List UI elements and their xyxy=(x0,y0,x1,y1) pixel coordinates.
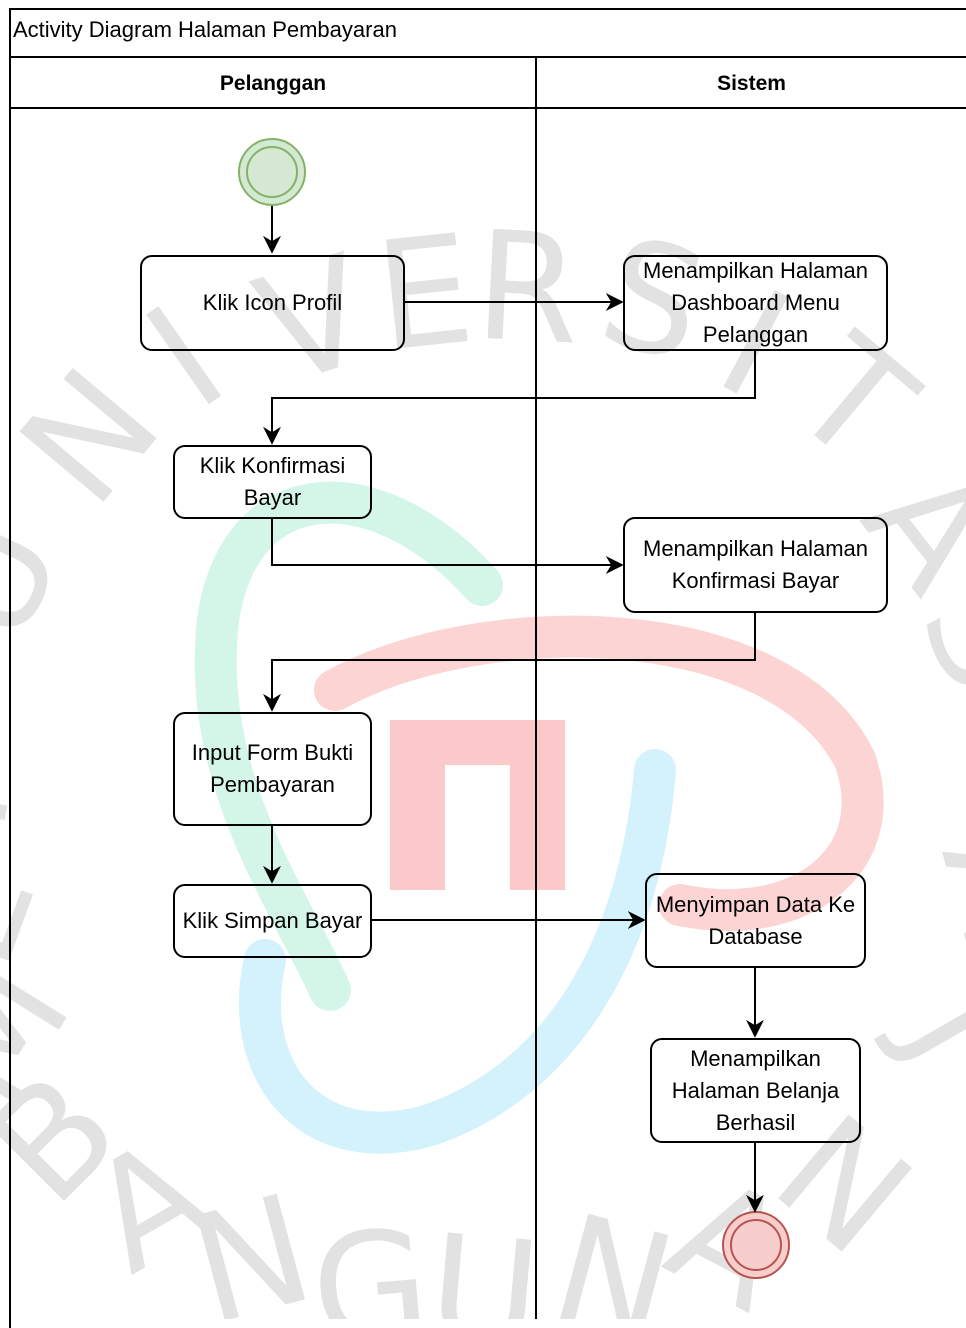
action-simpan-database: Menyimpan Data Ke Database xyxy=(645,873,866,968)
lane-header-sistem: Sistem xyxy=(717,72,786,95)
lane-divider xyxy=(535,57,537,1319)
watermark-letter: E xyxy=(368,203,480,386)
action-klik-konfirmasi-bayar: Klik Konfirmasi Bayar xyxy=(173,445,372,519)
action-input-form-bukti: Input Form Bukti Pembayaran xyxy=(173,712,372,826)
arrow-konfirmasi-to-tampil xyxy=(271,518,624,574)
lane-header-pelanggan: Pelanggan xyxy=(219,72,327,95)
watermark-letter: R xyxy=(471,199,584,378)
action-tampil-konfirmasi-bayar: Menampilkan Halaman Konfirmasi Bayar xyxy=(623,517,888,613)
title-divider xyxy=(9,56,966,58)
action-tampil-belanja-berhasil: Menampilkan Halaman Belanja Berhasil xyxy=(650,1038,861,1143)
arrow-tampil-to-input xyxy=(263,612,756,712)
diagram-title: Activity Diagram Halaman Pembayaran xyxy=(13,17,397,42)
start-node xyxy=(238,138,306,206)
lane-header-divider xyxy=(9,107,966,109)
watermark-logo xyxy=(194,481,884,1154)
action-klik-icon-profil: Klik Icon Profil xyxy=(140,255,405,351)
watermark-letter: G xyxy=(305,1197,436,1319)
end-node xyxy=(722,1211,790,1279)
action-tampil-dashboard: Menampilkan Halaman Dashboard Menu Pelan… xyxy=(623,255,888,351)
diagram-frame xyxy=(9,8,966,1328)
watermark-letter: U xyxy=(422,1203,547,1319)
arrow-dashboard-to-konfirmasi xyxy=(263,350,756,445)
action-klik-simpan-bayar: Klik Simpan Bayar xyxy=(173,884,372,958)
